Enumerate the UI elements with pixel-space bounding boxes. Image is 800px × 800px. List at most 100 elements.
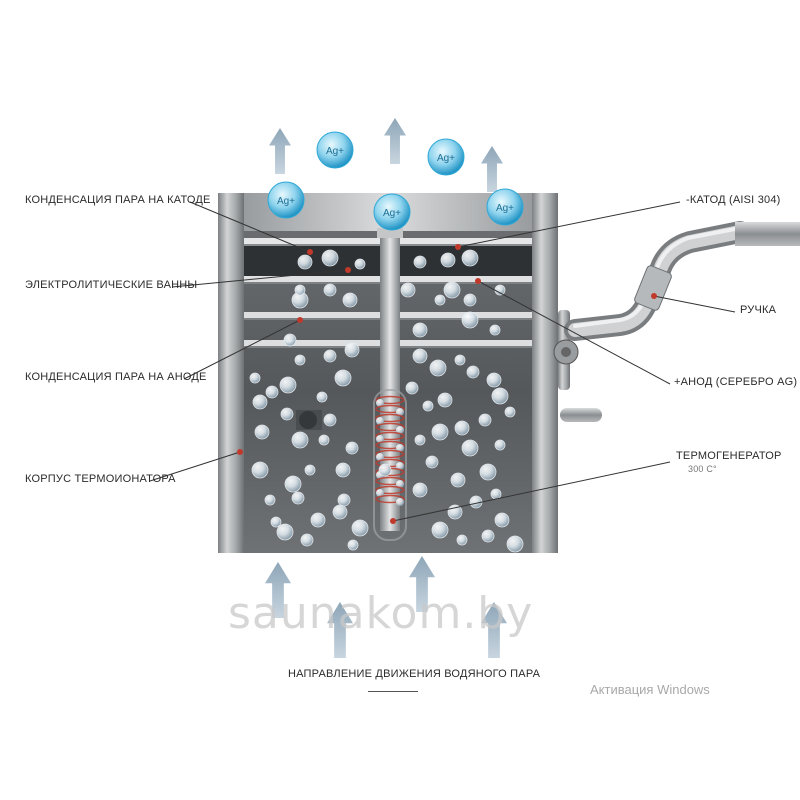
handle bbox=[564, 221, 800, 341]
leader-lines bbox=[149, 201, 736, 522]
water-bubble-icon bbox=[323, 283, 337, 297]
water-bubble-icon bbox=[323, 349, 337, 363]
water-bubble-icon bbox=[376, 399, 384, 407]
water-bubble-icon bbox=[291, 431, 309, 449]
water-bubble-icon bbox=[283, 333, 297, 347]
ion-label: Ag+ bbox=[326, 146, 344, 157]
water-bubble-icon bbox=[425, 455, 439, 469]
water-bubble-icon bbox=[318, 434, 330, 446]
label-cathode: -КАТОД (AISI 304) bbox=[686, 194, 781, 206]
water-bubble-icon bbox=[332, 504, 348, 520]
heating-coil-turn bbox=[375, 485, 405, 495]
water-bubble-icon bbox=[254, 424, 270, 440]
ion-label: Ag+ bbox=[383, 208, 401, 219]
silver-ion-icon: Ag+ bbox=[486, 188, 524, 226]
silver-ions: Ag+ Ag+ Ag+ Ag+ Ag+ bbox=[267, 131, 524, 231]
water-bubble-icon bbox=[300, 533, 314, 547]
heating-coil-turn bbox=[375, 422, 405, 432]
water-bubble-icon bbox=[251, 461, 269, 479]
water-bubble-icon bbox=[280, 407, 294, 421]
up-arrow-icon bbox=[384, 118, 406, 164]
caption-underline bbox=[368, 691, 418, 692]
water-bubble-icon bbox=[396, 408, 404, 416]
label-electrolytic-baths: ЭЛЕКТРОЛИТИЧЕСКИЕ ВАННЫ bbox=[25, 279, 198, 291]
marker-dots bbox=[237, 244, 657, 524]
heating-coil-turn bbox=[375, 494, 405, 504]
water-bubble-icon bbox=[310, 512, 326, 528]
water-bubble-icon bbox=[443, 281, 461, 299]
water-bubble-icon bbox=[354, 258, 366, 270]
heating-coil-turn bbox=[375, 476, 405, 486]
water-bubbles bbox=[249, 249, 524, 553]
water-bubble-icon bbox=[412, 322, 428, 338]
water-bubble-icon bbox=[412, 482, 428, 498]
water-bubble-icon bbox=[489, 324, 501, 336]
water-bubble-icon bbox=[486, 372, 502, 388]
heating-coil-turn bbox=[375, 431, 405, 441]
water-bubble-icon bbox=[265, 385, 279, 399]
water-bubble-icon bbox=[252, 394, 268, 410]
label-handle: РУЧКА bbox=[740, 304, 777, 316]
up-arrow-icon bbox=[481, 146, 503, 192]
steam-arrows-bottom bbox=[265, 556, 507, 658]
water-bubble-icon bbox=[450, 472, 466, 488]
up-arrow-icon bbox=[269, 128, 291, 174]
water-bubble-icon bbox=[481, 529, 495, 543]
steam-arrows-top bbox=[269, 118, 503, 192]
water-bubble-icon bbox=[376, 435, 384, 443]
up-arrow-icon bbox=[481, 602, 507, 658]
water-bubble-icon bbox=[351, 519, 369, 537]
ion-label: Ag+ bbox=[437, 153, 455, 164]
label-condensation-anode: КОНДЕНСАЦИЯ ПАРА НА АНОДЕ bbox=[25, 371, 207, 383]
water-bubble-icon bbox=[466, 365, 480, 379]
water-bubble-icon bbox=[479, 463, 497, 481]
water-bubble-icon bbox=[461, 249, 479, 267]
water-bubble-icon bbox=[294, 354, 306, 366]
water-bubble-icon bbox=[276, 523, 294, 541]
silver-ion-icon: Ag+ bbox=[267, 181, 305, 219]
silver-ion-icon: Ag+ bbox=[427, 138, 465, 176]
water-bubble-icon bbox=[454, 354, 466, 366]
label-steam-direction: НАПРАВЛЕНИЕ ДВИЖЕНИЯ ВОДЯНОГО ПАРА bbox=[288, 668, 541, 680]
heating-coil-turn bbox=[375, 440, 405, 450]
water-bubble-icon bbox=[412, 348, 428, 364]
water-bubble-icon bbox=[344, 342, 360, 358]
ion-label: Ag+ bbox=[496, 203, 514, 214]
watermark: saunakom.by bbox=[228, 588, 534, 639]
water-bubble-icon bbox=[396, 444, 404, 452]
water-bubble-icon bbox=[396, 498, 404, 506]
water-bubble-icon bbox=[461, 311, 479, 329]
water-bubble-icon bbox=[437, 392, 453, 408]
up-arrow-icon bbox=[409, 556, 435, 612]
heating-coil-turn bbox=[375, 449, 405, 459]
water-bubble-icon bbox=[491, 387, 509, 405]
water-bubble-icon bbox=[461, 439, 479, 457]
ion-label: Ag+ bbox=[277, 196, 295, 207]
water-bubble-icon bbox=[264, 494, 276, 506]
heating-coil-turn bbox=[375, 395, 405, 405]
water-bubble-icon bbox=[294, 284, 306, 296]
water-bubble-icon bbox=[291, 491, 305, 505]
water-bubble-icon bbox=[279, 376, 297, 394]
water-bubble-icon bbox=[494, 512, 510, 528]
water-bubble-icon bbox=[316, 391, 328, 403]
water-bubble-icon bbox=[249, 372, 261, 384]
label-thermogenerator-temp: 300 С° bbox=[688, 464, 717, 474]
heating-coil-turn bbox=[375, 404, 405, 414]
label-condensation-cathode: КОНДЕНСАЦИЯ ПАРА НА КАТОДЕ bbox=[25, 194, 211, 206]
water-bubble-icon bbox=[376, 489, 384, 497]
water-bubble-icon bbox=[337, 493, 351, 507]
water-bubble-icon bbox=[504, 406, 516, 418]
water-bubble-icon bbox=[431, 423, 449, 441]
water-bubble-icon bbox=[270, 516, 282, 528]
water-bubble-icon bbox=[396, 426, 404, 434]
water-bubble-icon bbox=[323, 413, 337, 427]
water-bubble-icon bbox=[454, 420, 470, 436]
water-bubble-icon bbox=[413, 255, 427, 269]
water-bubble-icon bbox=[478, 413, 492, 427]
water-bubble-icon bbox=[321, 249, 339, 267]
water-bubble-icon bbox=[405, 381, 419, 395]
water-bubble-icon bbox=[334, 369, 352, 387]
water-bubble-icon bbox=[342, 292, 358, 308]
